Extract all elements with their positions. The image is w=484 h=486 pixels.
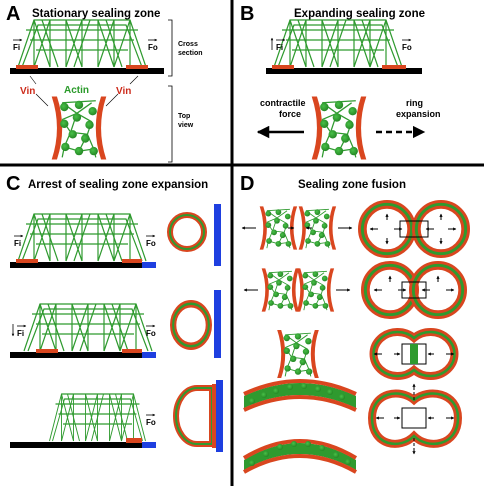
- panel-c-title: Arrest of sealing zone expansion: [28, 179, 208, 191]
- vin-label-left: Vin: [20, 86, 35, 97]
- panel-c-row-2: [23, 303, 153, 352]
- force-fo-label-c3: Fo: [146, 418, 156, 427]
- cross-section-label: Cross: [178, 41, 198, 48]
- force-fo-label-c1: Fo: [146, 239, 156, 248]
- force-fi-label-b: Fi: [276, 43, 283, 52]
- barrier-ring-c2: [214, 290, 221, 358]
- fusion-ring-stage-4: [367, 383, 463, 455]
- force-fo-label: Fo: [148, 43, 158, 52]
- panel-b: B Expanding sealing zone Fi Fo contracti…: [240, 3, 441, 161]
- vinculin-patch-left: [16, 65, 38, 69]
- substrate-bar-b: [266, 68, 422, 74]
- force-fi-label: Fi: [13, 43, 20, 52]
- ring-expansion-label-2: expansion: [396, 109, 441, 119]
- fusion-ring-stage-2: [365, 265, 462, 314]
- panel-d-letter: D: [240, 173, 254, 195]
- panel-d-title: Sealing zone fusion: [298, 179, 406, 191]
- panel-a: A Stationary sealing zone Fi Fo Cross se…: [6, 3, 203, 163]
- force-fo-label-c2: Fo: [146, 329, 156, 338]
- top-view-label: Top: [178, 113, 190, 120]
- panel-a-title: Stationary sealing zone: [32, 8, 160, 20]
- panel-b-top-view: [311, 95, 367, 161]
- vinculin-patch-right: [126, 65, 148, 69]
- panel-b-title: Expanding sealing zone: [294, 8, 425, 20]
- panel-c-letter: C: [6, 173, 20, 195]
- fusion-ring-stage-3: [369, 328, 459, 380]
- cross-section-label-2: section: [178, 50, 203, 57]
- force-fo-label-b: Fo: [402, 43, 412, 52]
- panel-a-letter: A: [6, 3, 20, 25]
- panel-c-row-1: [17, 213, 147, 262]
- contractile-force-label-2: force: [279, 109, 301, 119]
- panel-b-letter: B: [240, 3, 254, 25]
- actin-label: Actin: [64, 85, 89, 96]
- panel-a-top-view: [51, 95, 107, 161]
- force-fi-label-c1: Fi: [14, 239, 21, 248]
- panel-d: D Sealing zone fusion: [240, 173, 466, 474]
- barrier-ring-c1: [214, 204, 221, 266]
- panel-c-row-3: [48, 393, 147, 442]
- contractile-force-label: contractile: [260, 98, 306, 108]
- force-fi-label-c2: Fi: [17, 329, 24, 338]
- substrate-bar: [10, 68, 164, 74]
- panel-b-cross-section: [273, 19, 403, 68]
- barrier-ring-c3: [216, 380, 223, 452]
- panel-c: C Arrest of sealing zone expansion Fi Fo…: [6, 173, 223, 452]
- ring-expansion-label: ring: [406, 98, 423, 108]
- top-view-label-2: view: [178, 122, 194, 129]
- barrier-c1: [142, 262, 156, 268]
- fusion-ring-stage-1: [362, 204, 465, 253]
- vin-label-right: Vin: [116, 86, 131, 97]
- panel-a-cross-section: [17, 19, 147, 68]
